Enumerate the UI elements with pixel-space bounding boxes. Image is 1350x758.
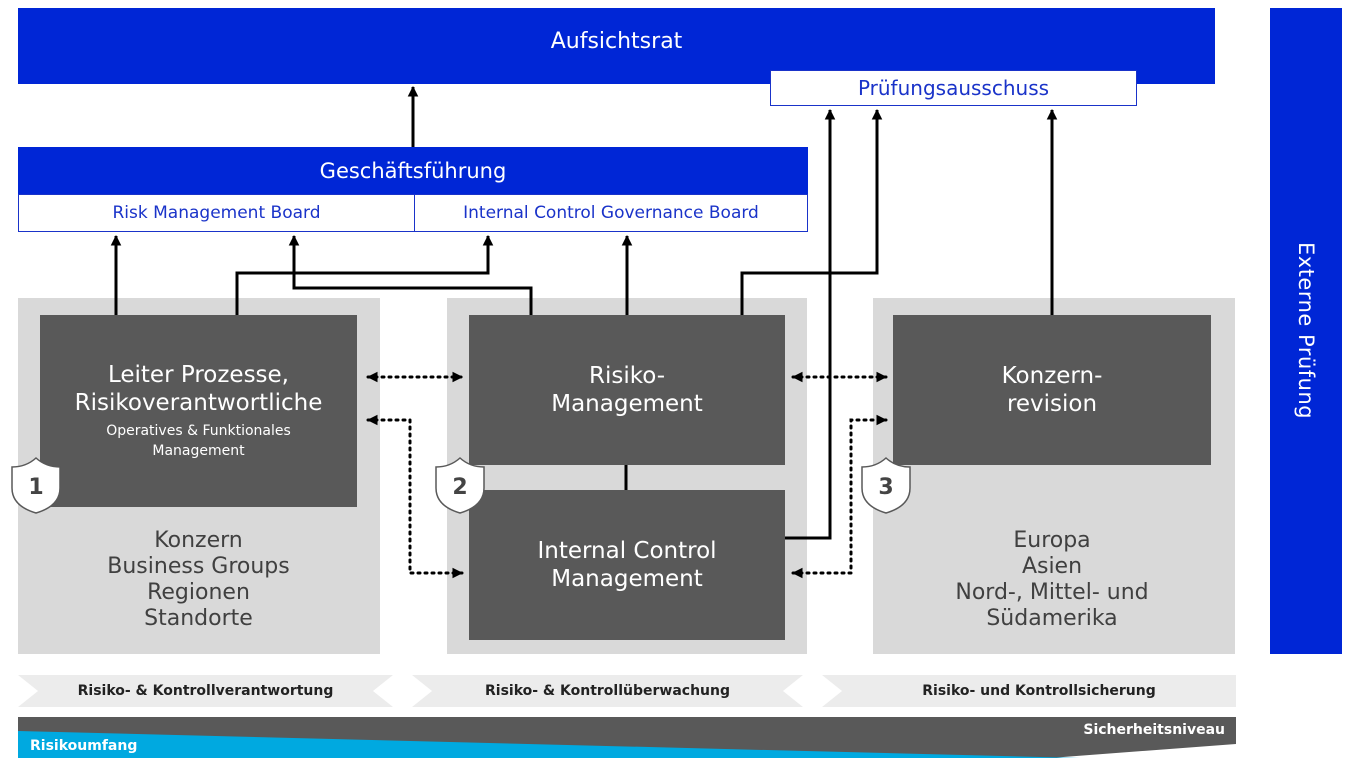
- management-board: Geschäftsführung: [18, 147, 808, 195]
- dotted-internal-control-group-audit: [791, 414, 888, 579]
- shield-icon-1: [11, 456, 61, 514]
- audit-committee: Prüfungsausschuss: [770, 70, 1137, 106]
- shield-icon-2: [435, 456, 485, 514]
- internal-control-management-box: Internal Control Management: [469, 490, 785, 640]
- third-line-scope: Europa Asien Nord-, Mittel- und Südameri…: [955, 528, 1149, 631]
- group-audit-box: Konzern- revision: [893, 315, 1211, 465]
- internal-control-management-title: Internal Control Management: [537, 538, 717, 592]
- connector-line1-to-control-board: [235, 234, 494, 315]
- step-label-monitoring: Risiko- & Kontrollüberwachung: [484, 683, 731, 699]
- connector-risk-mgmt-to-audit-committee: [740, 108, 883, 315]
- step-bars: [18, 675, 1236, 707]
- supervisory-board: Aufsichtsrat: [18, 8, 1215, 84]
- risk-scope-bar: [18, 731, 1080, 758]
- line-number-3: 3: [878, 474, 894, 500]
- risk-management-board-label: Risk Management Board: [112, 203, 321, 223]
- security-level-label: Sicherheitsniveau: [1083, 722, 1225, 738]
- group-audit-title: Konzern- revision: [1001, 363, 1103, 417]
- line-number-2: 2: [452, 474, 468, 500]
- dotted-line1-internal-control: [366, 414, 464, 579]
- internal-control-governance-board-label: Internal Control Governance Board: [463, 203, 759, 223]
- risk-management-box: Risiko- Management: [469, 315, 785, 465]
- risk-scope-label: Risikoumfang: [30, 738, 138, 754]
- internal-control-governance-board: Internal Control Governance Board: [414, 194, 808, 232]
- process-owners-subtitle: Operatives & Funktionales Management: [106, 423, 291, 459]
- external-audit: Externe Prüfung: [1270, 8, 1342, 654]
- external-audit-label: Externe Prüfung: [1294, 242, 1318, 420]
- shield-icon-3: [861, 456, 911, 514]
- audit-committee-label: Prüfungsausschuss: [857, 76, 1050, 100]
- first-line-scope: Konzern Business Groups Regionen Standor…: [107, 528, 290, 631]
- connector-risk-mgmt-to-risk-board: [288, 234, 533, 315]
- supervisory-board-label: Aufsichtsrat: [550, 28, 683, 54]
- line-number-1: 1: [28, 474, 44, 500]
- step-label-assurance: Risiko- und Kontrollsicherung: [922, 683, 1156, 699]
- connector-internal-control-to-audit-committee: [785, 108, 836, 540]
- management-board-label: Geschäftsführung: [319, 159, 507, 183]
- process-owners-box: Leiter Prozesse, Risikoverantwortliche O…: [40, 315, 357, 507]
- process-owners-title: Leiter Prozesse, Risikoverantwortliche: [74, 362, 323, 416]
- step-label-responsibility: Risiko- & Kontrollverantwortung: [77, 683, 334, 699]
- risk-management-title: Risiko- Management: [551, 363, 703, 417]
